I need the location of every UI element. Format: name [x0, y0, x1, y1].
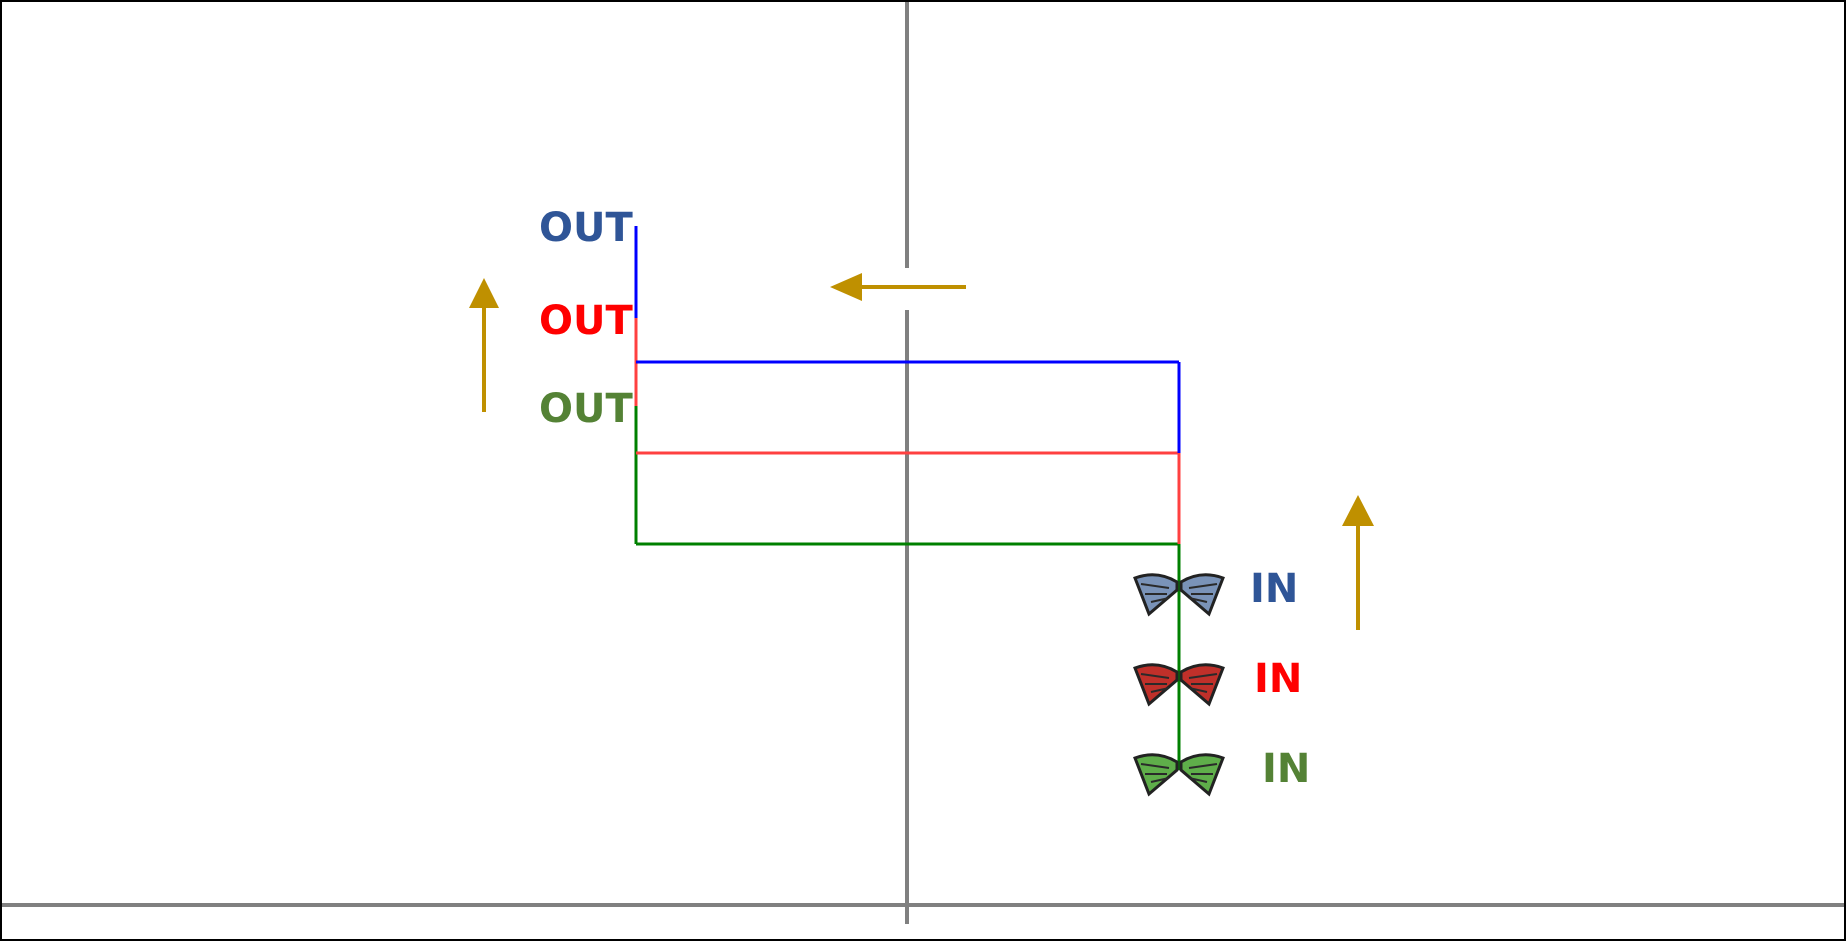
- blue-butterfly-icon: [1133, 573, 1225, 616]
- top-left-arrow: [830, 273, 966, 301]
- blue-in-label: IN: [1250, 566, 1298, 612]
- green-out-label: OUT: [539, 386, 633, 432]
- green-butterfly-icon: [1133, 753, 1225, 796]
- red-out-label: OUT: [539, 298, 633, 344]
- red-in-label: IN: [1254, 656, 1302, 702]
- red-butterfly-icon: [1133, 663, 1225, 706]
- blue-out-label: OUT: [539, 205, 633, 251]
- left-up-arrow: [469, 278, 499, 412]
- right-up-arrow: [1342, 495, 1374, 630]
- green-in-label: IN: [1262, 746, 1310, 792]
